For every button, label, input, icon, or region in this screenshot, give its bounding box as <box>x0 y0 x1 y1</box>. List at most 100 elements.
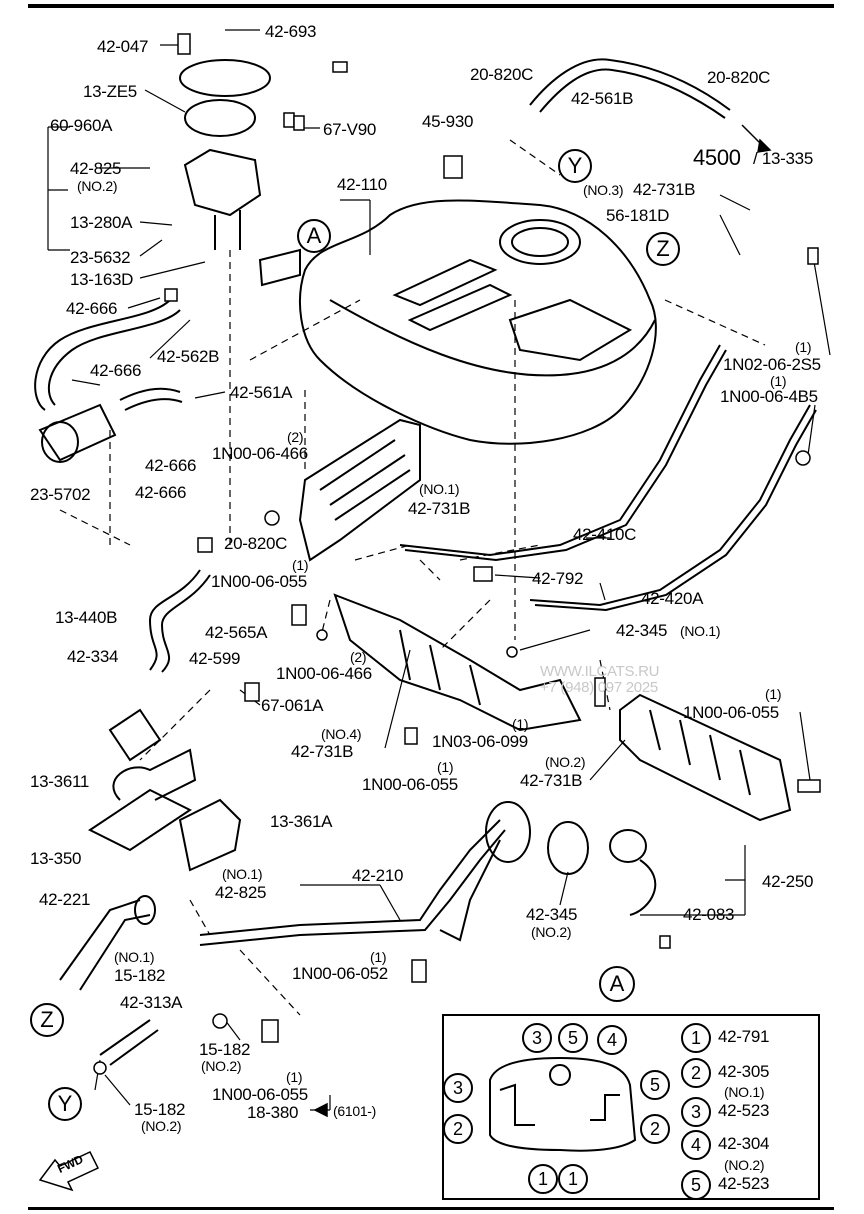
label-6101: (6101-) <box>333 1103 377 1119</box>
label-42-047: 42-047 <box>97 37 149 56</box>
label-13-3611: 13-3611 <box>30 772 90 791</box>
label-15-182-no1-note: (NO.1) <box>114 949 155 965</box>
label-13-163d: 13-163D <box>70 270 134 289</box>
label-13-335: / 13-335 <box>753 149 813 168</box>
callout-z-bottom: Z <box>30 1003 64 1037</box>
label-60-960a: 60-960A <box>50 116 113 135</box>
label-1n00-055-c-note: (1) <box>765 686 782 702</box>
label-42-731b-no3: 42-731B <box>633 180 696 199</box>
label-42-825-no1-note: (NO.1) <box>222 866 263 882</box>
inlet-hose <box>59 899 151 991</box>
tank-strap-410c <box>399 344 721 557</box>
watermark: WWW.ILCATS.RU <box>540 663 660 680</box>
fwd-arrow-icon <box>38 1151 100 1192</box>
label-1n00-06-466-b: 1N00-06-466 <box>276 664 372 683</box>
vent-hose-565a <box>148 569 211 673</box>
legend-part-5: 42-523 <box>718 1174 770 1193</box>
label-42-731b-no2: 42-731B <box>520 771 583 790</box>
nut-icon <box>264 510 280 526</box>
label-67-061a: 67-061A <box>261 696 324 715</box>
label-42-731b-no1: 42-731B <box>408 499 471 518</box>
vent-hose-561b <box>529 58 731 119</box>
label-42-561b: 42-561B <box>571 89 634 108</box>
bottom-border-rule <box>28 1207 834 1210</box>
heat-shield-2 <box>619 693 792 822</box>
label-20-820c-c: 20-820C <box>224 534 288 553</box>
label-42-731b-no1-note: (NO.1) <box>419 481 460 497</box>
label-45-930: 45-930 <box>422 112 474 131</box>
label-20-820c-a: 20-820C <box>470 65 534 84</box>
tank-strap-420a <box>529 404 811 607</box>
label-42-825-no1: 42-825 <box>215 883 267 902</box>
bolt-icon <box>177 33 191 55</box>
top-border-rule <box>28 4 834 8</box>
legend-num-1: 1 <box>681 1023 711 1053</box>
bolt-1n03 <box>594 677 606 707</box>
label-42-210: 42-210 <box>352 866 404 885</box>
label-1n00-06-4b5: 1N00-06-4B5 <box>720 387 818 406</box>
inset-marker-2-left: 2 <box>443 1114 473 1144</box>
label-1n00-06-055-d: 1N00-06-055 <box>212 1085 308 1104</box>
label-1n00-466-a-note: (2) <box>287 429 304 445</box>
label-1n00-06-055-a: 1N00-06-055 <box>211 572 307 591</box>
inset-marker-3-left: 3 <box>443 1073 473 1103</box>
label-1n00-052-note: (1) <box>370 949 387 965</box>
label-4500: 4500 <box>693 145 741 170</box>
callout-z-top: Z <box>646 232 680 266</box>
label-15-182-no2-a: 15-182 <box>199 1040 251 1059</box>
label-42-334: 42-334 <box>67 647 119 666</box>
inset-marker-2-right: 2 <box>640 1114 670 1144</box>
label-42-345-no2: 42-345 <box>526 905 578 924</box>
label-42-599: 42-599 <box>189 649 241 668</box>
callout-y-bottom: Y <box>48 1087 82 1121</box>
label-15-182-no2-a-note: (NO.2) <box>201 1058 242 1074</box>
label-42-221: 42-221 <box>39 890 91 909</box>
label-42-666-d: 42-666 <box>135 483 187 502</box>
label-15-182-no1: 15-182 <box>114 966 166 985</box>
label-1n00-466-b-note: (2) <box>350 649 367 665</box>
legend-note-3: (NO.1) <box>724 1084 765 1100</box>
label-42-313a: 42-313A <box>120 993 183 1012</box>
label-42-562b: 42-562B <box>157 347 220 366</box>
label-13-440b: 13-440B <box>55 608 118 627</box>
label-1n02-06-2s5: 1N02-06-2S5 <box>723 355 821 374</box>
heat-shield-4 <box>333 593 582 732</box>
legend-note-5: (NO.2) <box>724 1157 765 1173</box>
label-1n00-06-055-c: 1N00-06-055 <box>683 703 779 722</box>
label-20-820c-b: 20-820C <box>707 68 771 87</box>
legend-part-3: 42-523 <box>718 1101 770 1120</box>
label-42-561a: 42-561A <box>230 383 293 402</box>
label-15-182-no2-b-note: (NO.2) <box>141 1118 182 1134</box>
label-23-5632: 23-5632 <box>70 248 131 267</box>
inset-tank-outline <box>489 1056 637 1152</box>
label-1n03-06-099: 1N03-06-099 <box>432 732 528 751</box>
label-42-792: 42-792 <box>532 569 584 588</box>
label-42-825-no2: 42-825 <box>70 159 122 178</box>
inset-marker-1-a: 1 <box>528 1164 558 1194</box>
label-42-731b-no4: 42-731B <box>291 742 354 761</box>
legend-num-5: 5 <box>681 1170 711 1200</box>
label-42-565a: 42-565A <box>205 623 268 642</box>
canister <box>38 403 117 462</box>
label-1n02-note: (1) <box>795 339 812 355</box>
legend-part-4: 42-304 <box>718 1134 770 1153</box>
valve-icon <box>443 155 463 179</box>
label-18-380: 18-380 <box>247 1103 299 1122</box>
label-42-420a: 42-420A <box>641 589 704 608</box>
label-42-731b-no4-note: (NO.4) <box>321 726 362 742</box>
label-42-693: 42-693 <box>265 22 317 41</box>
label-42-666-c: 42-666 <box>145 456 197 475</box>
label-13-350: 13-350 <box>30 849 82 868</box>
heat-shield-1 <box>298 418 421 562</box>
fuel-pump-module <box>183 148 262 217</box>
inset-marker-1-b: 1 <box>558 1164 588 1194</box>
filler-pipe <box>199 819 506 946</box>
callout-a-inset: A <box>599 966 635 1002</box>
nut-icon-2 <box>795 450 811 466</box>
detail-inset-a <box>442 1014 820 1200</box>
fuel-tank-outline <box>299 199 657 445</box>
watermark-phone: +7 (948) 097 2025 <box>540 679 658 696</box>
label-13-ze5: 13-ZE5 <box>83 82 137 101</box>
label-42-345-no2-note: (NO.2) <box>531 924 572 940</box>
